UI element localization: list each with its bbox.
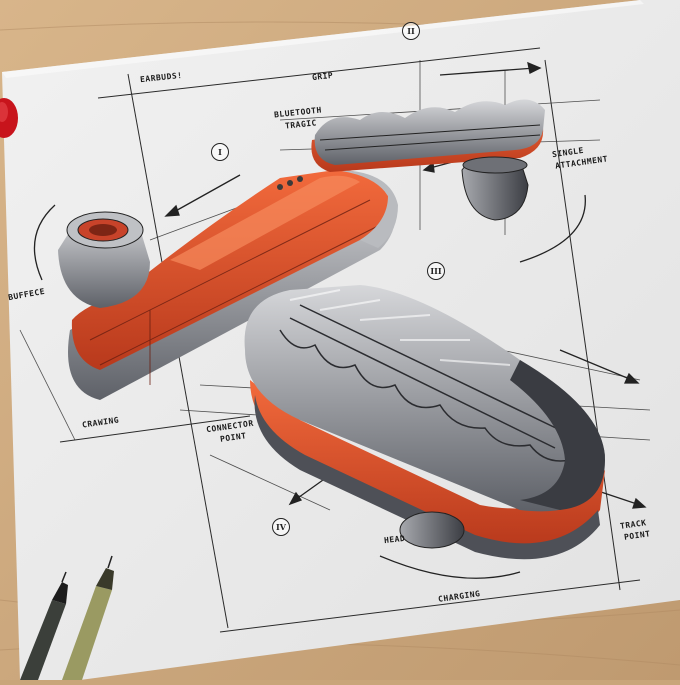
- tray-sketch: [244, 285, 605, 560]
- red-marker-cap-icon: [0, 98, 18, 138]
- earbud-case-sketch: [58, 169, 398, 400]
- fineliner-pen-icon: [20, 571, 68, 680]
- section-number-two: II: [402, 22, 420, 40]
- section-number-four: IV: [272, 518, 290, 536]
- grip-sketch: [311, 99, 545, 221]
- section-number-one: I: [211, 143, 229, 161]
- section-number-three: III: [427, 262, 445, 280]
- frame-lines: [59, 47, 641, 633]
- fineliner-pen-icon: [62, 555, 114, 680]
